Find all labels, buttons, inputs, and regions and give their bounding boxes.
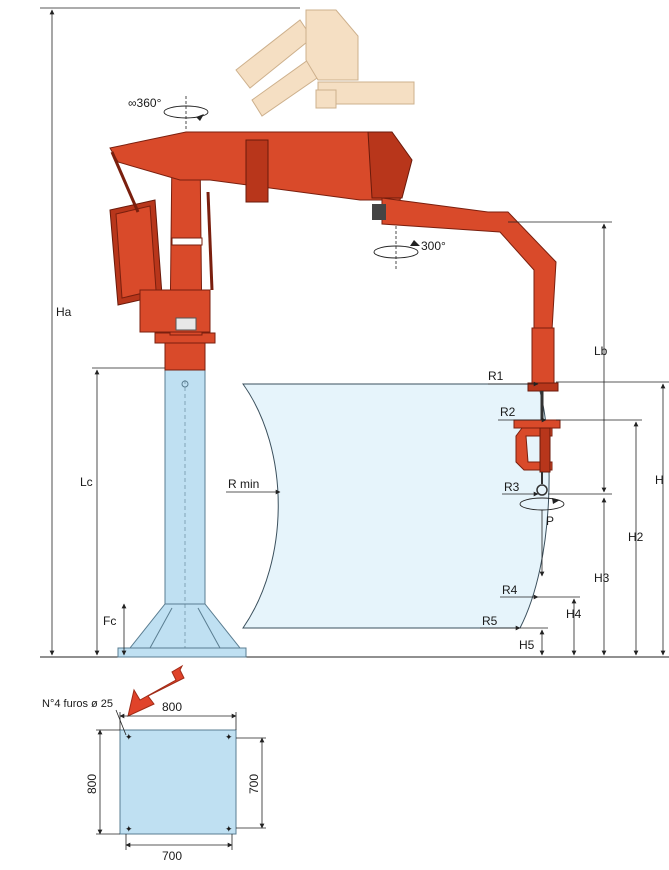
- label-Ha: Ha: [56, 305, 72, 319]
- manipulator-arm: [109, 131, 561, 496]
- label-Fc: Fc: [103, 614, 116, 628]
- label-R-min: R min: [228, 477, 259, 491]
- label-H5: H5: [519, 638, 535, 652]
- svg-text:✦: ✦: [125, 732, 133, 742]
- plate-height-left: 800: [85, 774, 99, 794]
- label-R1: R1: [488, 369, 504, 383]
- base-plate-holes-label: N°4 furos ø 25: [42, 698, 113, 710]
- label-R2: R2: [500, 405, 516, 419]
- ghost-arm-position: [235, 9, 415, 117]
- label-P: P: [546, 514, 554, 528]
- label-Lc: Lc: [80, 475, 93, 489]
- rotation-head-label: 300°: [421, 239, 446, 253]
- holes-leader: [115, 709, 127, 736]
- plate-width-top: 800: [162, 700, 182, 714]
- label-Lb: Lb: [594, 344, 608, 358]
- plate-width-bottom: 700: [162, 849, 182, 863]
- rotation-indicator-base: [163, 96, 209, 130]
- rotation-base-label: ∞360°: [128, 96, 162, 110]
- label-R3: R3: [504, 480, 520, 494]
- base-plate: ✦ ✦ ✦ ✦: [119, 729, 237, 835]
- svg-text:✦: ✦: [225, 732, 233, 742]
- label-H2: H2: [628, 530, 644, 544]
- svg-text:✦: ✦: [225, 824, 233, 834]
- column: [117, 367, 247, 658]
- label-R4: R4: [502, 583, 518, 597]
- label-H: H: [655, 473, 664, 487]
- svg-text:✦: ✦: [125, 824, 133, 834]
- rotation-indicator-head: [373, 226, 420, 270]
- label-H3: H3: [594, 571, 610, 585]
- label-R5: R5: [482, 614, 498, 628]
- plate-height-right: 700: [247, 774, 261, 794]
- label-H4: H4: [566, 607, 582, 621]
